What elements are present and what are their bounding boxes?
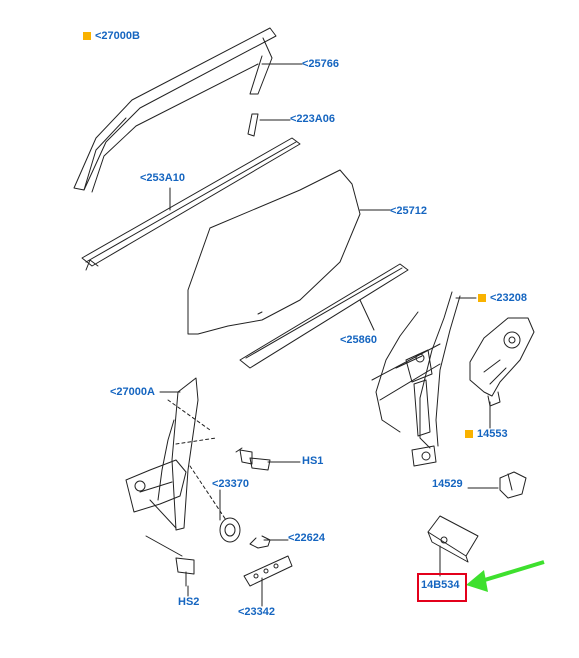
door-rail-part (125, 377, 199, 531)
part-label-23370[interactable]: <23370 (212, 478, 250, 490)
module-part (427, 515, 479, 563)
weatherstrip-part (239, 263, 409, 369)
bolt-hs2-part (175, 557, 195, 587)
window-motor-part (469, 317, 535, 407)
leader-lines (145, 63, 499, 607)
part-label-HS2[interactable]: HS2 (178, 596, 200, 608)
part-label-25712[interactable]: <25712 (390, 205, 428, 217)
part-label-25766[interactable]: <25766 (302, 58, 340, 70)
frame-moulding-part (73, 27, 277, 193)
door-glass-part (187, 169, 361, 335)
handle-part (243, 555, 293, 587)
marker-square-icon (83, 32, 91, 40)
spring-clip-part (249, 535, 271, 549)
part-label-25860[interactable]: <25860 (340, 334, 378, 346)
window-regulator-part (371, 291, 461, 467)
clip-part (247, 113, 259, 137)
part-label-22624[interactable]: <22624 (288, 532, 326, 544)
green-arrow-icon (466, 560, 545, 592)
bolt-hs1-part (235, 447, 271, 471)
part-label-223A06[interactable]: <223A06 (290, 113, 335, 125)
part-label-HS1[interactable]: HS1 (302, 455, 324, 467)
part-label-253A10[interactable]: <253A10 (140, 172, 185, 184)
part-label-14B534[interactable]: 14B534 (421, 579, 460, 591)
washer-part (219, 517, 241, 543)
part-label-14529[interactable]: 14529 (432, 478, 463, 490)
belt-moulding-part (81, 137, 301, 271)
part-label-27000B[interactable]: <27000B (95, 30, 140, 42)
part-label-14553[interactable]: 14553 (477, 428, 508, 440)
marker-square-icon (478, 294, 486, 302)
part-label-23342[interactable]: <23342 (238, 606, 276, 618)
marker-square-icon (465, 430, 473, 438)
part-label-23208[interactable]: <23208 (490, 292, 528, 304)
part-label-27000A[interactable]: <27000A (110, 386, 155, 398)
highlight-box (417, 573, 467, 602)
connector-part (499, 471, 527, 499)
